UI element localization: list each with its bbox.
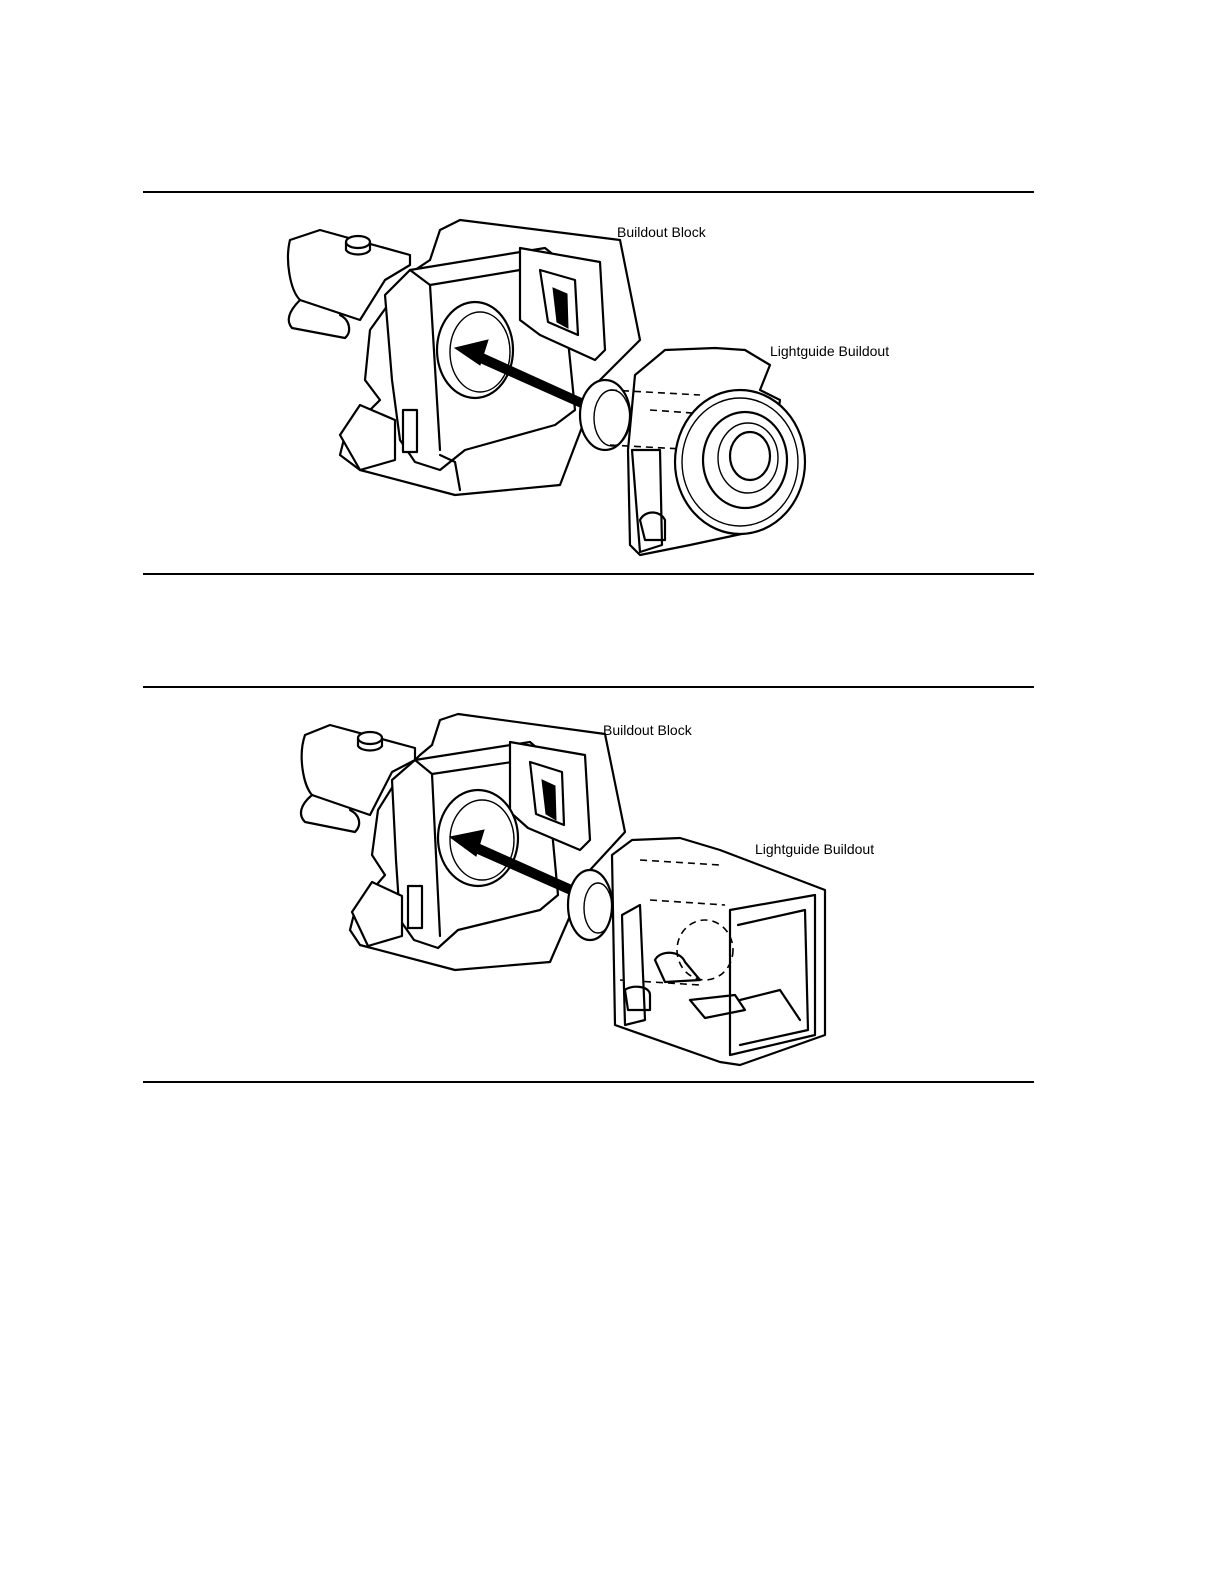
figure-2-illustration [0, 700, 1224, 1075]
figure-2-bottom-rule [143, 1081, 1034, 1083]
lightguide-buildout-label: Lightguide Buildout [770, 343, 889, 359]
buildout-block-label: Buildout Block [617, 224, 706, 240]
figure-1-illustration [0, 200, 1224, 565]
lightguide-buildout-drawing [568, 838, 825, 1065]
figure-2-top-rule [143, 686, 1034, 688]
figure-2: Buildout Block Lightguide Buildout [0, 700, 1224, 1075]
figure-1: Buildout Block Lightguide Buildout [0, 200, 1224, 565]
lightguide-buildout-drawing [580, 348, 805, 555]
buildout-block-drawing [288, 220, 640, 495]
lightguide-buildout-label: Lightguide Buildout [755, 841, 874, 857]
figure-1-bottom-rule [143, 573, 1034, 575]
buildout-block-label: Buildout Block [603, 722, 692, 738]
figure-1-top-rule [143, 191, 1034, 193]
